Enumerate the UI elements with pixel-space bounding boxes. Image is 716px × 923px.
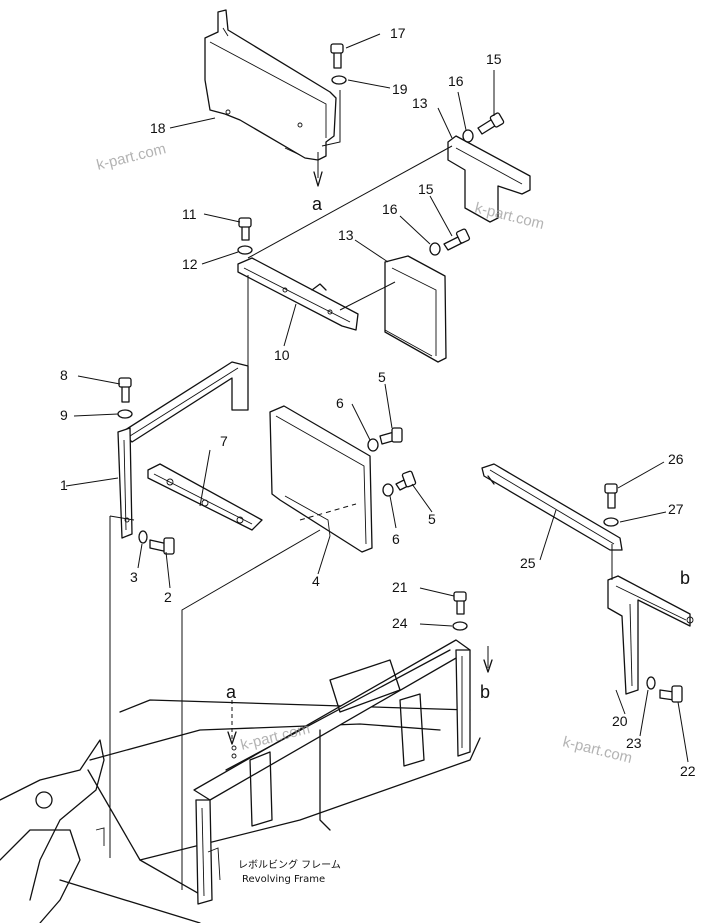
- part-number: 11: [182, 206, 197, 222]
- washer-3: [138, 530, 148, 544]
- part-number: 17: [390, 25, 406, 41]
- part-number: 5: [428, 511, 436, 527]
- bolt-15-lower: [443, 228, 471, 251]
- leader-lines: [65, 33, 689, 763]
- part-number: 16: [382, 201, 398, 217]
- panel-4: [269, 405, 373, 553]
- bracket-13: [384, 255, 447, 363]
- part-number: 7: [220, 433, 228, 449]
- part-number: 9: [60, 407, 68, 423]
- washer-6-lower: [382, 483, 394, 497]
- bracket-14: [447, 135, 531, 223]
- part-number: 24: [392, 615, 408, 631]
- bolt-5-upper: [379, 427, 403, 445]
- washer-27: [603, 517, 619, 527]
- part-number: 13: [412, 95, 428, 111]
- beam-10: [237, 257, 359, 331]
- bolt-2: [149, 537, 175, 555]
- caption-english: Revolving Frame: [242, 874, 325, 885]
- watermark: k-part.com: [473, 199, 546, 233]
- bar-25: [481, 463, 623, 551]
- cover-plate-17: [204, 9, 337, 161]
- washer-22: [452, 621, 468, 631]
- bolt-8: [118, 377, 132, 403]
- part-number: 3: [130, 569, 138, 585]
- frame-7: [121, 361, 263, 531]
- upright-1: [117, 427, 133, 539]
- part-number: 26: [668, 451, 684, 467]
- washer-9: [117, 409, 133, 419]
- ref-label-a: a: [226, 682, 237, 702]
- part-number: 8: [60, 367, 68, 383]
- part-number: 25: [520, 555, 536, 571]
- watermark: k-part.com: [95, 140, 168, 174]
- ref-label-a: a: [312, 194, 323, 214]
- part-number-labels: 17 19 18 13 16 15 11 12 13 16 15 10 8 9 …: [60, 25, 696, 779]
- part-number: 15: [418, 181, 434, 197]
- bolt-21: [453, 591, 467, 615]
- bolt-5-lower: [395, 470, 417, 491]
- bolt-11: [238, 217, 252, 241]
- bolt-23: [659, 685, 683, 703]
- part-number: 20: [612, 713, 628, 729]
- part-number: 19: [392, 81, 408, 97]
- part-number: 15: [486, 51, 502, 67]
- part-number: 6: [392, 531, 400, 547]
- watermark: k-part.com: [561, 733, 634, 767]
- part-number: 13: [338, 227, 354, 243]
- part-number: 23: [626, 735, 642, 751]
- washer-16-upper: [462, 129, 474, 143]
- washer-16-lower: [429, 242, 441, 256]
- part-number: 4: [312, 573, 320, 589]
- washer-19: [331, 75, 347, 85]
- washer-24: [646, 676, 656, 690]
- part-number: 5: [378, 369, 386, 385]
- bolt-26: [604, 483, 618, 509]
- ref-label-b: b: [680, 568, 690, 588]
- part-number: 6: [336, 395, 344, 411]
- part-number: 12: [182, 256, 198, 272]
- part-number: 21: [392, 579, 408, 595]
- bolt-18: [330, 43, 344, 69]
- bolt-15-upper: [477, 112, 505, 135]
- part-number: 18: [150, 120, 166, 136]
- bracket-20: [607, 575, 694, 695]
- ref-label-b: b: [480, 682, 490, 702]
- revolving-frame: [0, 639, 481, 923]
- part-number: 10: [274, 347, 290, 363]
- caption-japanese: レボルビング フレーム: [238, 858, 341, 871]
- part-number: 16: [448, 73, 464, 89]
- part-number: 22: [680, 763, 696, 779]
- part-number: 27: [668, 501, 684, 517]
- part-number: 1: [60, 477, 68, 493]
- part-number: 2: [164, 589, 172, 605]
- washer-12: [237, 245, 253, 255]
- washer-6-upper: [367, 438, 379, 452]
